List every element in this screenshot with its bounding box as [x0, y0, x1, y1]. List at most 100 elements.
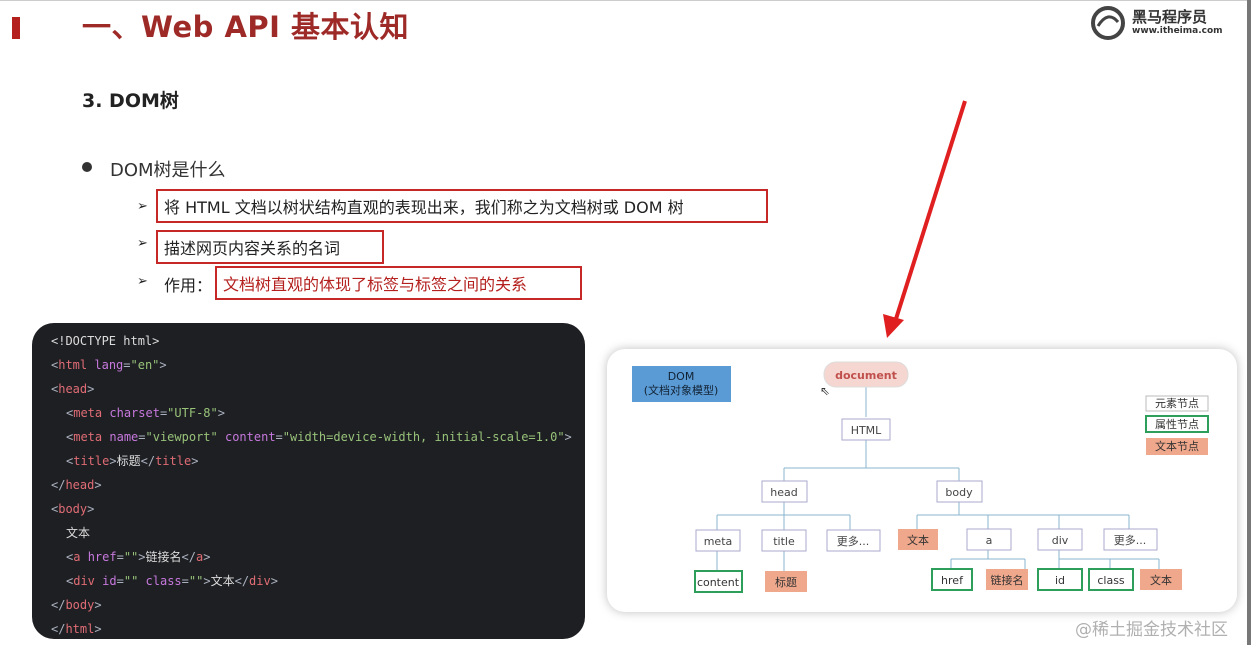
- code-token: >: [217, 406, 225, 420]
- node-id: id: [1037, 568, 1083, 591]
- code-token: body: [65, 598, 95, 612]
- code-token: html: [58, 358, 88, 372]
- code-token: title: [155, 454, 192, 468]
- code-token: =: [275, 430, 283, 444]
- top-border: [0, 0, 1251, 1]
- dom-label-line-2: (文档对象模型): [644, 383, 719, 397]
- code-line: </body>: [51, 597, 102, 613]
- code-line: 文本: [66, 525, 90, 541]
- bullet-dot: [82, 162, 92, 172]
- node-text-1: 文本: [898, 529, 938, 550]
- code-token: <: [51, 358, 59, 372]
- code-token: >: [94, 622, 102, 636]
- node-a: a: [966, 528, 1012, 551]
- code-token: "": [123, 550, 139, 564]
- node-document: document: [823, 361, 909, 388]
- window-edge: [1247, 0, 1251, 645]
- code-token: >: [87, 502, 95, 516]
- code-token: <: [66, 574, 74, 588]
- node-class: class: [1088, 568, 1134, 591]
- node-body-label: body: [945, 486, 973, 499]
- code-token: >: [138, 550, 146, 564]
- code-line: <div id="" class="">文本</div>: [66, 573, 278, 589]
- dom-tree-diagram: DOM (文档对象模型) 元素节点 属性节点 文本节点 document ⇖ H…: [607, 349, 1237, 612]
- code-token: >: [564, 430, 572, 444]
- code-token: meta: [73, 430, 103, 444]
- code-token: </: [181, 550, 196, 564]
- legend-attribute: 属性节点: [1155, 417, 1199, 431]
- legend: 元素节点 属性节点 文本节点: [1145, 395, 1209, 455]
- node-id-label: id: [1055, 574, 1065, 587]
- node-href-label: href: [941, 574, 964, 587]
- dom-label-box: DOM (文档对象模型): [632, 366, 731, 402]
- node-link-name-label: 链接名: [991, 573, 1024, 587]
- arrow-bullet-icon: ➢: [137, 236, 148, 251]
- code-token: =: [181, 574, 189, 588]
- sub-item-2: 描述网页内容关系的名词: [156, 230, 384, 264]
- code-token: <: [66, 454, 74, 468]
- code-token: div: [249, 574, 271, 588]
- bullet-text: DOM树是什么: [110, 160, 226, 181]
- node-href: href: [931, 568, 973, 591]
- sub-item-3-prefix: 作用：: [164, 276, 213, 295]
- sub-item-1: 将 HTML 文档以树状结构直观的表现出来，我们称之为文档树或 DOM 树: [156, 189, 768, 223]
- node-text-1-label: 文本: [907, 533, 929, 547]
- node-more-1: 更多...: [826, 529, 881, 552]
- arrow-bullet-icon: ➢: [137, 199, 148, 214]
- code-token: a: [195, 550, 204, 564]
- node-more-2: 更多...: [1103, 528, 1158, 551]
- code-token: "UTF-8": [167, 406, 218, 420]
- logo-url: www.itheima.com: [1132, 26, 1223, 36]
- code-token: "en": [130, 358, 160, 372]
- code-token: 文本: [210, 574, 235, 588]
- code-token: =: [123, 358, 131, 372]
- node-content: content: [694, 570, 743, 593]
- node-more-2-label: 更多...: [1114, 533, 1147, 547]
- node-body: body: [936, 480, 983, 503]
- code-token: "width=device-width, initial-scale=1.0": [282, 430, 565, 444]
- sub-item-2-text: 描述网页内容关系的名词: [164, 239, 341, 258]
- arrow-bullet-icon: ➢: [137, 274, 148, 289]
- node-head: head: [761, 480, 808, 503]
- code-token: >: [94, 598, 102, 612]
- node-content-label: content: [697, 576, 740, 589]
- title-accent-bar: [12, 17, 20, 39]
- code-token: content: [217, 430, 276, 444]
- code-token: </: [234, 574, 250, 588]
- node-title-text: 标题: [765, 571, 807, 592]
- code-token: <: [66, 550, 74, 564]
- code-token: "viewport": [145, 430, 218, 444]
- code-token: html: [65, 622, 95, 636]
- code-token: <: [51, 502, 59, 516]
- code-token: >: [109, 454, 117, 468]
- sub-item-1-text: 将 HTML 文档以树状结构直观的表现出来，我们称之为文档树或 DOM 树: [164, 198, 684, 217]
- code-token: <!DOCTYPE html>: [51, 334, 160, 348]
- code-token: 链接名: [145, 550, 182, 564]
- code-token: head: [58, 382, 88, 396]
- code-token: >: [203, 550, 211, 564]
- code-token: </: [140, 454, 156, 468]
- sub-item-3-text: 文档树直观的体现了标签与标签之间的关系: [223, 275, 528, 294]
- code-token: =: [138, 430, 146, 444]
- node-html: HTML: [841, 418, 891, 441]
- code-line: <title>标题</title>: [66, 453, 198, 469]
- code-token: href: [80, 550, 117, 564]
- logo-icon: [1091, 6, 1125, 40]
- code-line: <a href="">链接名</a>: [66, 549, 210, 565]
- code-token: title: [73, 454, 110, 468]
- node-text-2-label: 文本: [1150, 573, 1172, 587]
- code-token: </: [51, 598, 66, 612]
- code-token: </: [51, 622, 66, 636]
- node-meta: meta: [695, 529, 741, 552]
- legend-text: 文本节点: [1155, 439, 1199, 453]
- section-title: 3. DOM树: [82, 90, 179, 112]
- cursor-icon: ⇖: [820, 384, 830, 398]
- node-title-label: title: [773, 535, 795, 548]
- code-line: <html lang="en">: [51, 357, 167, 373]
- code-token: <: [66, 406, 74, 420]
- code-token: name: [102, 430, 139, 444]
- node-html-label: HTML: [851, 424, 882, 437]
- code-line: <head>: [51, 381, 94, 397]
- code-token: head: [65, 478, 95, 492]
- code-token: meta: [73, 406, 103, 420]
